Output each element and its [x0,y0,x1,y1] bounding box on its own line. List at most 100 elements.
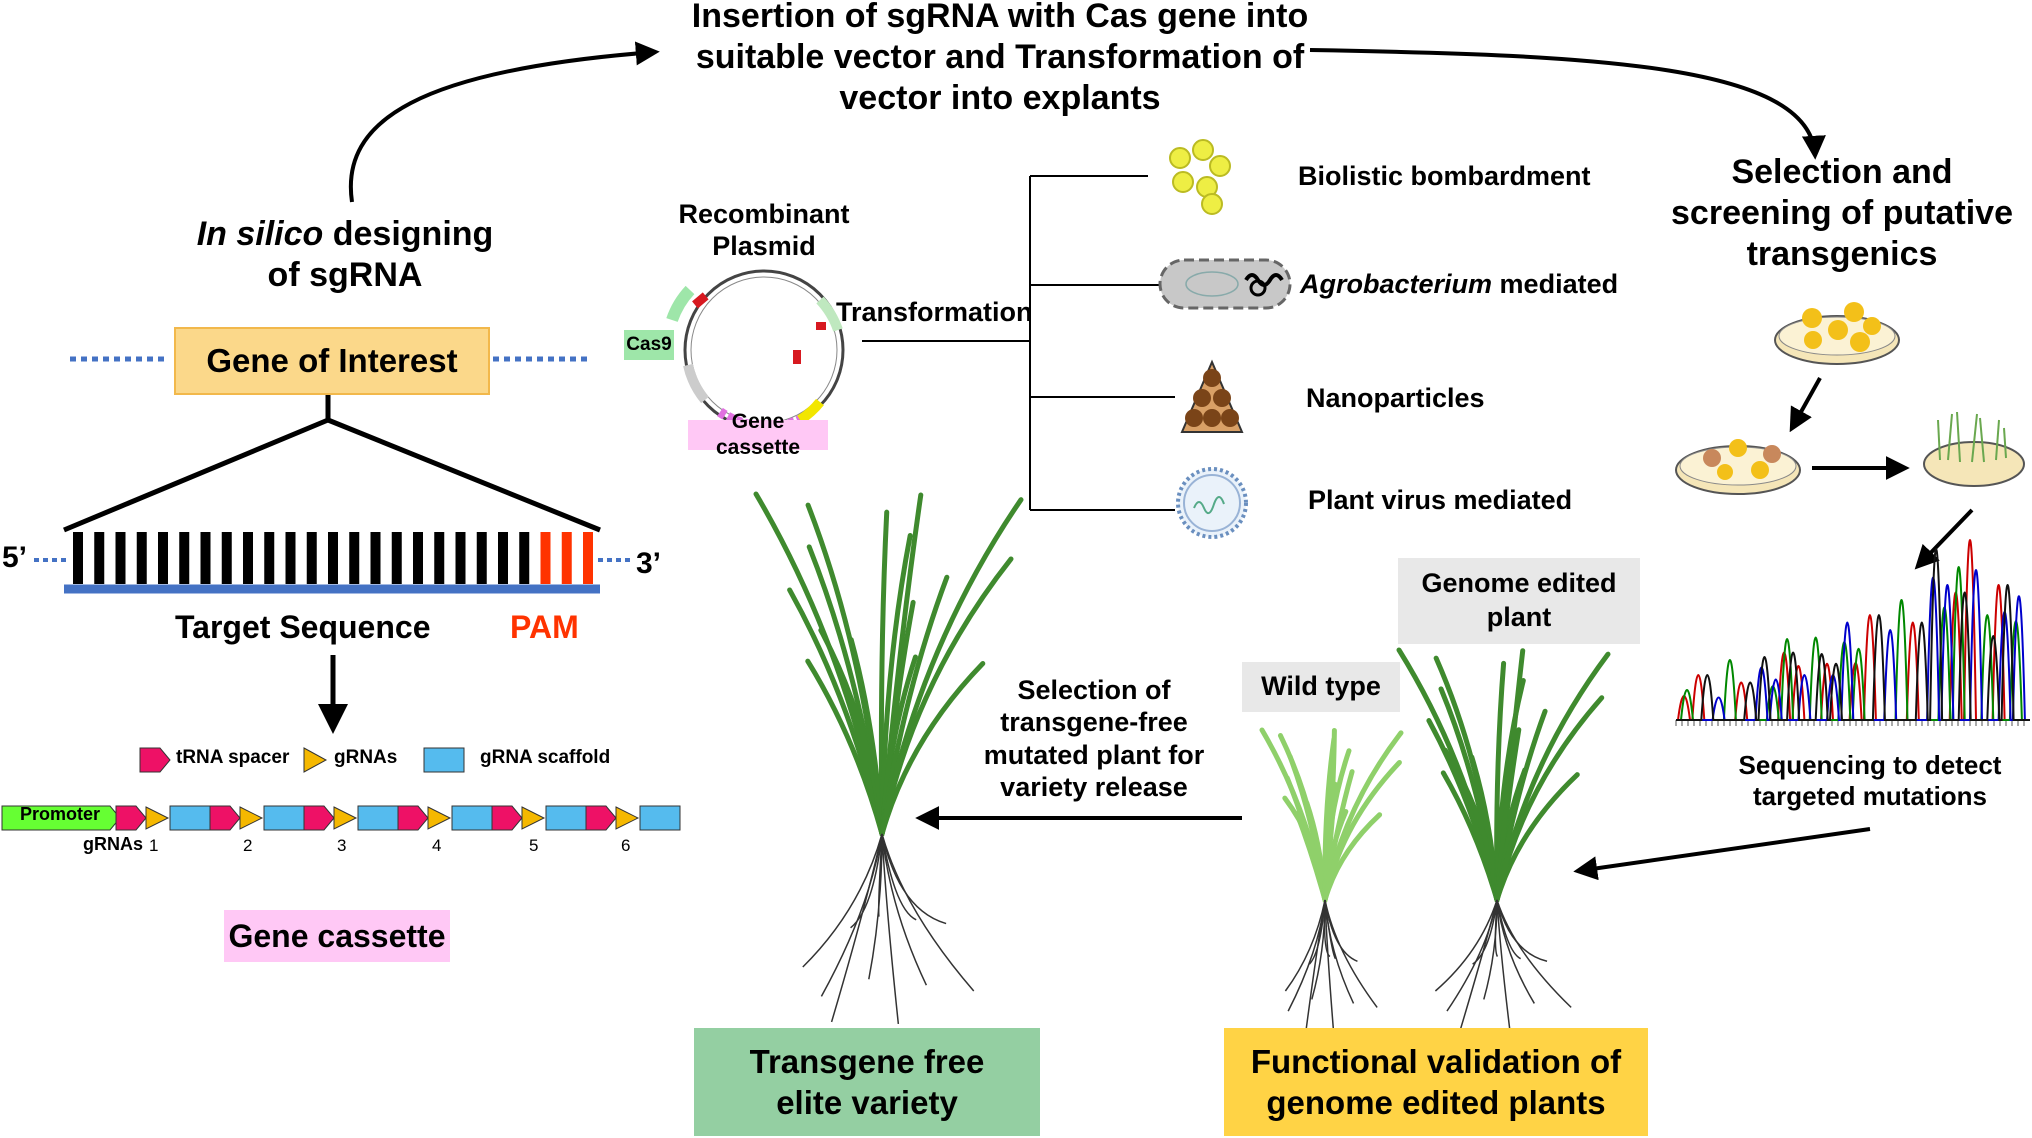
sequence-bar [158,532,168,584]
sequence-bar [413,532,423,584]
plant-leaf [879,533,913,837]
petri-dish-3 [1923,411,2025,487]
legend-grna-shape [303,747,328,773]
target-sequence-label: Target Sequence [175,609,431,645]
sequence-bar [136,532,147,584]
grna-block [333,806,358,830]
genome-edited-plant [1396,647,1611,1031]
promoter-block [1,805,121,831]
arrow-insertion-to-selection [1309,48,1826,160]
plasmid-drawing [666,269,845,432]
target-sequence-bars [73,532,593,584]
plant-root [1483,899,1498,1000]
arrow-design-to-insertion [348,41,660,203]
petri-dish-2 [1675,439,1801,495]
promoter-label: Promoter [19,804,100,824]
pam-label: PAM [510,609,579,645]
sequence-bar [179,532,190,584]
scaffold-block [639,805,681,831]
five-prime-label: 5’ [2,541,28,574]
grna-number-5: 5 [529,836,539,855]
sequence-bar [285,532,296,584]
sequence-bar [221,532,232,584]
plant-root [802,833,883,968]
arrow-sequencing-to-plants [1573,827,1871,881]
chromatogram-trace [1676,569,2030,721]
sequence-bar [455,532,466,584]
transgene-free-plant [753,491,1024,1024]
legend-scaffold-label: gRNA scaffold [480,747,611,768]
grna-block [521,806,546,830]
legend-grnas-label: gRNAs [334,747,398,768]
virus-icon [1176,467,1248,539]
grna-number-1: 1 [149,836,159,855]
grna-block [427,806,452,830]
plant-root [881,833,917,921]
method-plant-virus: Plant virus mediated [1308,485,1573,515]
grna-block [239,806,264,830]
plant-root [868,833,883,980]
scaffold-block [451,805,493,831]
zoom-right [327,417,601,533]
insertion-step-title: Insertion of sgRNA with Cas gene into su… [691,0,1309,117]
gene-cassette-label: Gene cassette [224,910,450,962]
trna-spacer-block [115,805,147,831]
scaffold-block [263,805,305,831]
sequence-bar [349,532,360,584]
plant-root [1496,899,1511,1031]
trna-spacer-block [491,805,523,831]
plant-root [1472,899,1498,965]
plant-root [850,833,883,929]
scaffold-block [357,805,399,831]
gene-of-interest-box: Gene of Interest [174,327,490,395]
pam-bar [583,532,593,584]
gold-particles-icon [1169,139,1231,215]
trna-spacer-block [397,805,429,831]
transformation-label: Transformation [836,297,1033,327]
sequencing-chromatogram [1675,539,2030,726]
cas9-label: Cas9 [624,330,674,360]
method-agrobacterium: Agrobacterium mediated [1300,269,1619,299]
plant-root [1324,899,1378,1008]
sequence-bar [519,532,530,584]
plant-root [1446,899,1498,1012]
sequence-bar [434,532,445,584]
sequence-bar [73,532,83,584]
plant-leaf [1322,730,1404,903]
pam-bar [561,532,572,584]
grna-block [145,806,170,830]
three-prime-label: 3’ [636,547,662,580]
sequence-bar [370,532,381,584]
arrow-dish3-to-sequencing [1914,508,1974,570]
plasmid-gene-cassette-label: Gene cassette [688,410,828,459]
sequence-bar [306,532,317,584]
sequence-bar [498,532,508,584]
sequence-bar [200,532,211,584]
grna-number-3: 3 [337,836,347,855]
method-biolistic: Biolistic bombardment [1298,161,1591,191]
nanoparticles-icon [1180,359,1244,433]
plant-root [1284,899,1326,992]
chromatogram-trace [1676,539,2030,721]
grna-number-6: 6 [621,836,631,855]
scaffold-block [169,805,211,831]
method-nanoparticles: Nanoparticles [1306,383,1485,413]
plant-root [830,833,883,1023]
grna-number-4: 4 [432,836,442,855]
transgene-selection-label: Selection of transgene-free mutated plan… [983,675,1205,803]
arrow-dish1-to-dish2 [1789,377,1822,433]
wild-type-plant [1259,727,1404,1031]
plant-leaf [753,491,885,837]
sequence-bar [115,532,126,584]
cassette-row [1,805,681,831]
wild-type-label: Wild type [1242,662,1400,712]
plant-leaf [879,492,924,837]
chromatogram-trace [1676,548,2030,721]
sequence-bar [243,532,253,584]
grna-number-2: 2 [243,836,253,855]
plant-root [1434,899,1498,992]
sgrna-design-title: In silico designing of sgRNA [196,215,494,294]
